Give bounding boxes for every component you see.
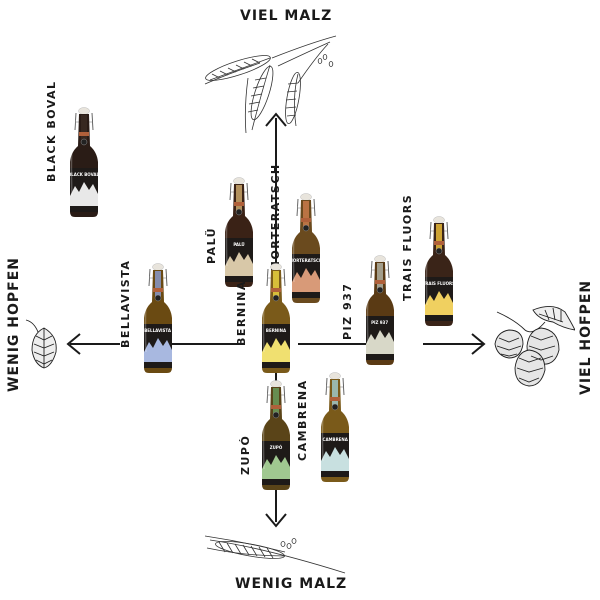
bottle-label-text: PALÜ xyxy=(233,242,245,248)
bottle-icon xyxy=(321,372,350,483)
bottle-icon xyxy=(424,216,453,327)
bottle-label-text: CAMBRENA xyxy=(322,437,348,443)
malt-axis-up xyxy=(275,118,277,263)
arrow-right-icon xyxy=(471,333,486,355)
bottle-icon xyxy=(225,177,253,288)
bottle-icon xyxy=(69,107,98,217)
beer-bottle-piz-937: PIZ 937 xyxy=(363,254,397,366)
bottle-label-text: TRAIS FLUORS xyxy=(422,281,455,287)
wheat-bottom-illustration-icon xyxy=(205,535,346,574)
hops-axis-right-mid xyxy=(298,343,366,345)
bottle-label-text: BELLAVISTA xyxy=(144,328,171,333)
bottle-label-text: BERNINA xyxy=(265,328,287,333)
hops-axis-left-mid xyxy=(163,343,241,345)
hop-large-illustration-icon xyxy=(494,306,575,387)
arrow-up-icon xyxy=(265,112,287,127)
bottle-label-text: PIZ 937 xyxy=(371,320,389,326)
arrow-left-icon xyxy=(66,333,81,355)
bottle-icon xyxy=(262,380,290,490)
wheat-illustration-icon xyxy=(204,35,337,134)
beer-bottle-bernina: BERNINA xyxy=(259,262,293,374)
beer-name-label: CAMBRENA xyxy=(296,379,310,462)
beer-name-label: BLACK BOVAL xyxy=(44,80,58,182)
axis-label-right: VIEL HOFPEN xyxy=(578,279,594,395)
bottle-icon xyxy=(143,263,172,373)
bottle-icon xyxy=(365,255,394,366)
beer-bottle-cambrena: CAMBRENA xyxy=(318,371,352,483)
beer-name-label: BERNINA xyxy=(235,280,248,346)
beer-name-label: PALÜ xyxy=(205,227,218,265)
bottle-label-text: ZUPÓ xyxy=(269,445,283,450)
hops-axis-right xyxy=(423,343,483,345)
bottle-icon xyxy=(291,193,320,303)
beer-name-label: PIZ 937 xyxy=(340,282,354,341)
hops-axis-left xyxy=(70,343,120,345)
beer-name-label: MORTERATSCH xyxy=(268,163,282,272)
beer-name-label: TRAIS FLUORS xyxy=(400,194,414,302)
beer-bottle-pal-: PALÜ xyxy=(222,176,256,288)
axis-label-left: WENIG HOPFEN xyxy=(6,256,22,392)
bottle-label-text: MORTERATSCH xyxy=(288,257,323,263)
beer-name-label: BELLAVISTA xyxy=(118,259,132,348)
arrow-down-icon xyxy=(265,513,287,528)
bottle-label-text: BLACK BOVAL xyxy=(68,172,100,177)
beer-bottle-trais-fluors: TRAIS FLUORS xyxy=(422,215,456,327)
axis-label-bottom: WENIG MALZ xyxy=(235,576,348,592)
axis-label-top: VIEL MALZ xyxy=(240,8,333,24)
hop-small-illustration-icon xyxy=(25,319,57,369)
beer-bottle-black-boval: BLACK BOVAL xyxy=(67,106,101,218)
beer-name-label: ZUPÓ xyxy=(239,434,252,475)
bottle-icon xyxy=(262,263,290,373)
beer-bottle-morteratsch: MORTERATSCH xyxy=(289,192,323,304)
beer-bottle-zup-: ZUPÓ xyxy=(259,379,293,491)
beer-bottle-bellavista: BELLAVISTA xyxy=(141,262,175,374)
